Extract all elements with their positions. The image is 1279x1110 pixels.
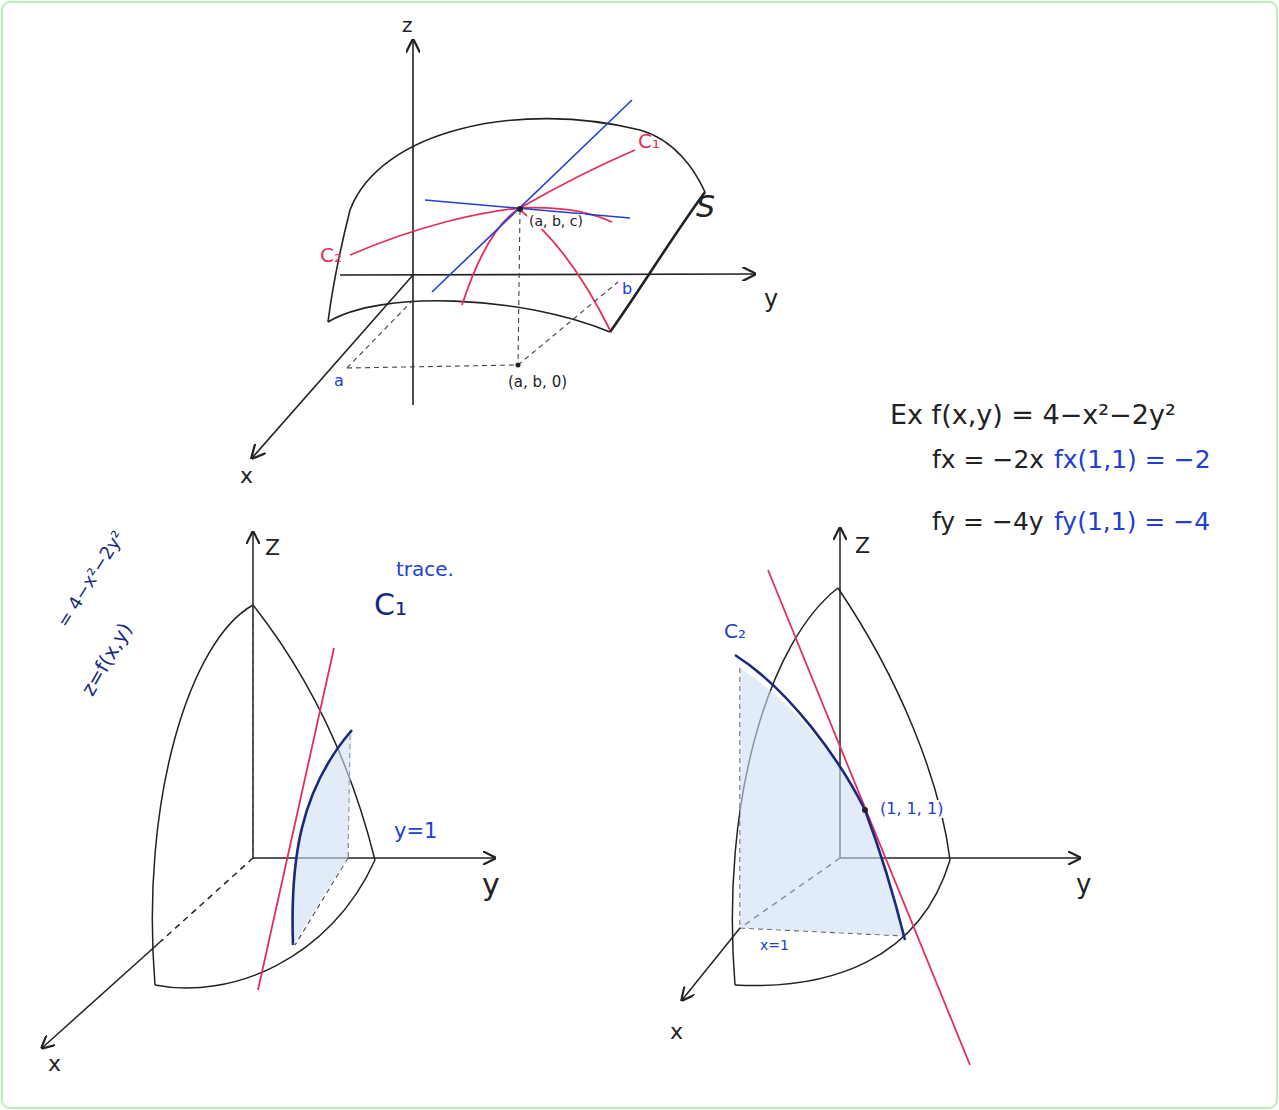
function-equation: z=f(x,y) [76,617,137,701]
y-axis [340,274,755,275]
axis-label: x [46,1052,63,1076]
surface-label: S [694,190,717,223]
trace-curve [462,150,635,305]
axis-label: y [480,868,502,901]
surface-edge [152,605,253,985]
axis-label: y [1074,870,1093,899]
trace-curve [520,210,610,330]
curve-label: C₂ [722,620,748,642]
derivative-value: fx(1,1) = −2 [1052,446,1213,474]
curve-label: C₁ [636,130,662,152]
z-axis [412,40,414,405]
x-axis [252,275,413,458]
x-axis [682,928,740,1000]
point-label: (1, 1, 1) [878,800,945,818]
surface-edge [328,301,610,332]
axis-label: Z [853,534,872,558]
trace-curve [293,730,352,945]
left-figure [42,532,495,1048]
plane-label: x=1 [758,938,791,953]
axis-label: y [762,286,780,312]
axis-label: z [400,14,415,36]
point-label: (a, b, c) [527,214,585,229]
axis-label: x [238,464,255,488]
trace-plane-shade [293,730,352,945]
axis-label: x [668,1020,685,1044]
dashed-guide [252,605,253,858]
tangent-lines [425,100,632,292]
dashed-guide [347,300,413,368]
derivative-value: fy(1,1) = −4 [1052,508,1212,536]
x-axis [42,942,160,1048]
point-dot [517,206,523,212]
surface-edge [155,860,375,988]
derivative-formula: fx = −2x [930,446,1046,474]
right-figure [682,528,1080,1000]
point-dot [516,363,521,368]
dashed-guide [518,210,520,365]
dashed-guide [518,282,618,365]
dashed-guide [347,365,518,368]
top-figure [252,40,755,458]
plane-label: y=1 [392,820,439,843]
x-axis-hidden [160,858,253,942]
coordinate-label: b [620,280,634,298]
curve-label: C₁ [372,588,409,621]
trace-curves [350,150,635,330]
point-label: (a, b, 0) [506,374,569,391]
tangent-line [258,648,334,990]
trace-curve [735,655,905,940]
curve-label: C₂ [318,244,344,266]
surface-edge [610,192,705,332]
surface-edge [350,119,705,210]
z-axis [252,532,254,858]
coordinate-label: a [332,372,346,390]
note-label: trace. [394,558,456,580]
function-equation: Ex f(x,y) = 4−x²−2y² [888,400,1178,430]
tangent-line [432,100,632,292]
point-dot [862,807,868,813]
derivative-formula: fy = −4y [930,508,1046,536]
trace-curve [350,208,612,255]
axis-label: Z [263,536,282,560]
surface-edge [328,210,350,322]
